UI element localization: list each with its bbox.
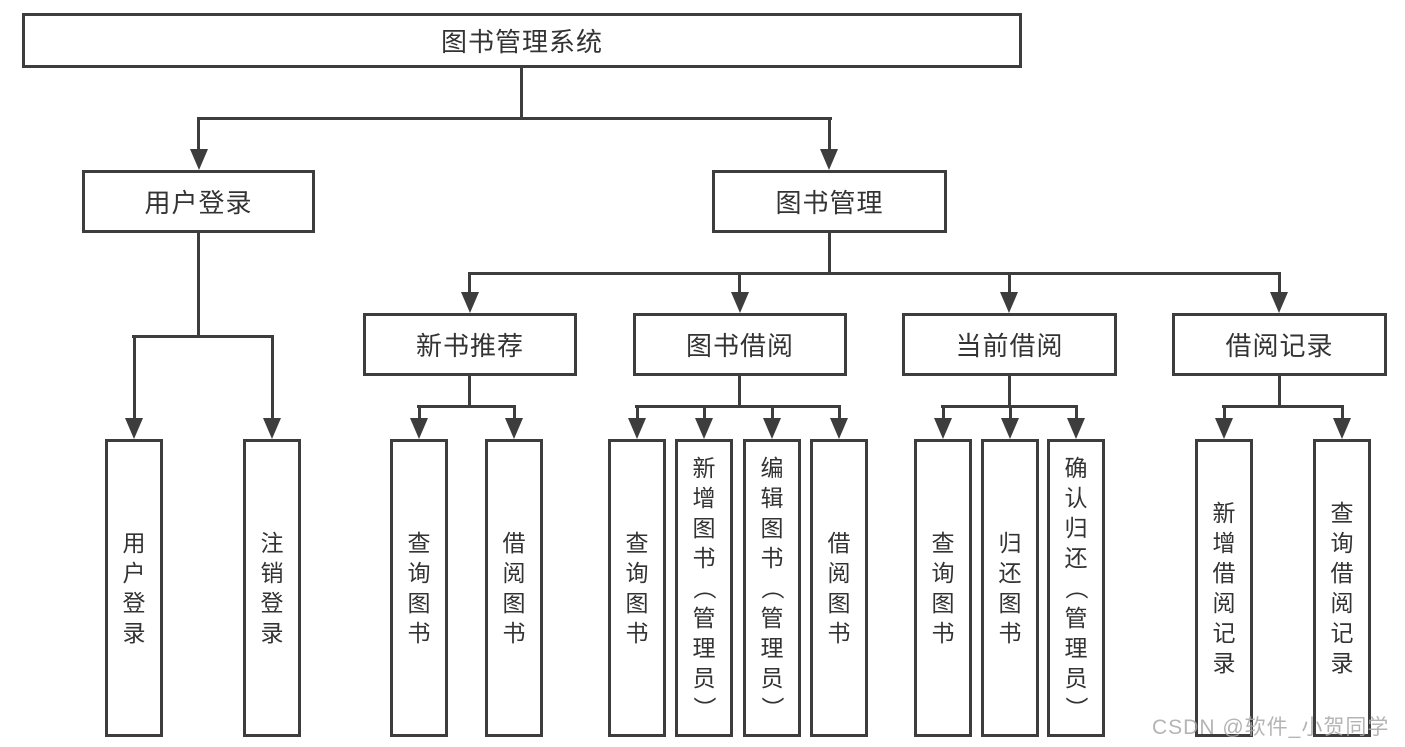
leaf-add-books-admin: 新增图书（管理员） <box>675 439 733 737</box>
connector <box>635 405 841 408</box>
arrowhead-down-icon <box>1333 418 1351 439</box>
connector <box>132 335 274 338</box>
connector <box>828 233 831 274</box>
connector <box>1223 405 1226 421</box>
leaf-user-login: 用户登录 <box>105 439 163 737</box>
connector <box>513 405 516 421</box>
arrowhead-down-icon <box>1000 292 1018 313</box>
connector <box>703 405 706 421</box>
connector <box>738 376 741 407</box>
arrowhead-down-icon <box>934 418 952 439</box>
node-label: 图书借阅 <box>685 331 794 361</box>
node-label: 当前借阅 <box>955 331 1064 361</box>
node-label: 图书管理系统 <box>440 27 603 57</box>
arrowhead-down-icon <box>830 418 848 439</box>
arrowhead-down-icon <box>820 149 838 170</box>
leaf-borrow-books-recommend: 借阅图书 <box>485 439 543 737</box>
node-current-borrow: 当前借阅 <box>902 313 1117 376</box>
connector <box>942 405 945 421</box>
connector <box>771 405 774 421</box>
node-book-management: 图书管理 <box>712 170 947 233</box>
leaf-edit-books-admin: 编辑图书（管理员） <box>743 439 801 737</box>
leaf-query-borrow-record: 查询借阅记录 <box>1313 439 1371 737</box>
arrowhead-down-icon <box>461 292 479 313</box>
connector <box>1341 405 1344 421</box>
connector <box>520 68 523 120</box>
node-label: 借阅记录 <box>1225 331 1334 361</box>
arrowhead-down-icon <box>763 418 781 439</box>
node-label: 查询借阅记录 <box>1330 500 1354 676</box>
node-new-book-recommend: 新书推荐 <box>363 313 577 376</box>
node-label: 查询图书 <box>407 530 431 646</box>
node-label: 用户登录 <box>144 188 253 218</box>
connector <box>1009 405 1012 421</box>
connector <box>1278 272 1281 294</box>
arrowhead-down-icon <box>1215 418 1233 439</box>
node-label: 新书推荐 <box>415 331 524 361</box>
connector <box>1008 272 1011 294</box>
connector <box>417 405 516 408</box>
connector <box>738 272 741 294</box>
arrowhead-down-icon <box>695 418 713 439</box>
connector <box>468 272 471 294</box>
node-label: 编辑图书（管理员） <box>759 455 785 720</box>
leaf-confirm-return-admin: 确认归还（管理员） <box>1047 439 1105 737</box>
connector <box>271 335 274 421</box>
leaf-query-books-current: 查询图书 <box>914 439 972 737</box>
arrowhead-down-icon <box>410 418 428 439</box>
node-label: 借阅图书 <box>502 530 526 646</box>
node-label: 用户登录 <box>122 530 146 646</box>
connector <box>197 117 200 151</box>
connector <box>828 117 831 151</box>
connector <box>418 405 421 421</box>
node-label: 新增借阅记录 <box>1212 500 1236 676</box>
node-label: 注销登录 <box>260 530 284 646</box>
connector <box>838 405 841 421</box>
arrowhead-down-icon <box>1270 292 1288 313</box>
leaf-logout: 注销登录 <box>243 439 301 737</box>
node-label: 归还图书 <box>998 530 1022 646</box>
leaf-query-books-borrow: 查询图书 <box>608 439 666 737</box>
arrowhead-down-icon <box>263 418 281 439</box>
node-label: 查询图书 <box>625 530 649 646</box>
leaf-add-borrow-record: 新增借阅记录 <box>1195 439 1253 737</box>
node-user-login: 用户登录 <box>82 170 315 233</box>
leaf-borrow-books: 借阅图书 <box>810 439 868 737</box>
arrowhead-down-icon <box>1067 418 1085 439</box>
connector <box>1222 405 1344 408</box>
connector <box>197 117 832 120</box>
node-book-borrow: 图书借阅 <box>633 313 847 376</box>
node-label: 查询图书 <box>931 530 955 646</box>
leaf-return-books: 归还图书 <box>981 439 1039 737</box>
arrowhead-down-icon <box>190 149 208 170</box>
arrowhead-down-icon <box>628 418 646 439</box>
connector <box>197 233 200 337</box>
node-label: 借阅图书 <box>827 530 851 646</box>
node-root-library-system: 图书管理系统 <box>22 13 1022 68</box>
arrowhead-down-icon <box>505 418 523 439</box>
connector <box>1075 405 1078 421</box>
node-borrow-records: 借阅记录 <box>1172 313 1387 376</box>
node-label: 新增图书（管理员） <box>691 455 717 720</box>
connector <box>468 272 1281 275</box>
connector <box>1278 376 1281 407</box>
arrowhead-down-icon <box>731 292 749 313</box>
leaf-query-books-recommend: 查询图书 <box>390 439 448 737</box>
connector <box>133 335 136 421</box>
arrowhead-down-icon <box>125 418 143 439</box>
connector <box>636 405 639 421</box>
arrowhead-down-icon <box>1001 418 1019 439</box>
node-label: 确认归还（管理员） <box>1063 455 1089 720</box>
connector <box>1008 376 1011 407</box>
csdn-watermark: CSDN @软件_小贺同学 <box>1152 716 1390 739</box>
node-label: 图书管理 <box>775 188 884 218</box>
connector <box>468 376 471 407</box>
